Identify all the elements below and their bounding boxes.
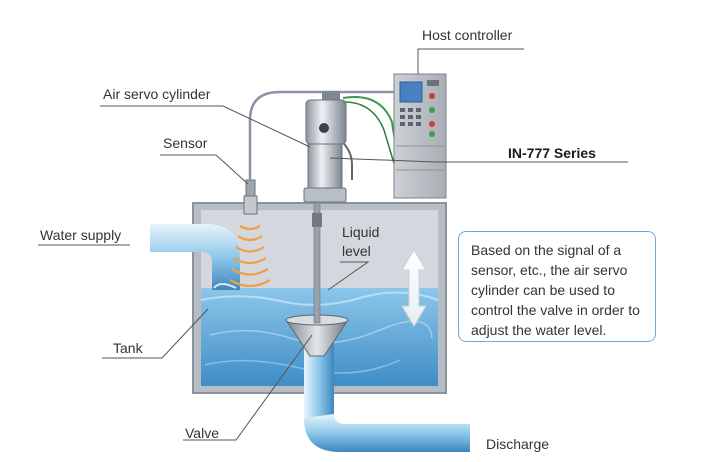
sensor — [243, 179, 258, 215]
label-sensor: Sensor — [163, 135, 208, 151]
leader-lines — [38, 48, 628, 441]
label-liquid-level-line2: level — [342, 243, 371, 259]
label-water-supply: Water supply — [40, 227, 122, 243]
level-adjust-arrow — [401, 249, 427, 327]
label-host-controller: Host controller — [422, 27, 513, 43]
label-liquid-level-line1: Liquid — [342, 224, 380, 240]
label-valve: Valve — [185, 425, 219, 441]
label-product-series: IN-777 Series — [508, 145, 596, 161]
label-air-servo-cylinder: Air servo cylinder — [103, 86, 211, 102]
label-tank: Tank — [113, 340, 143, 356]
explanation-callout: Based on the signal of a sensor, etc., t… — [458, 231, 656, 342]
sensor-waves — [229, 225, 271, 288]
air-servo-cylinder — [303, 91, 347, 203]
label-discharge: Discharge — [486, 436, 550, 452]
host-controller — [393, 73, 447, 199]
water-supply-pipe — [150, 224, 240, 290]
